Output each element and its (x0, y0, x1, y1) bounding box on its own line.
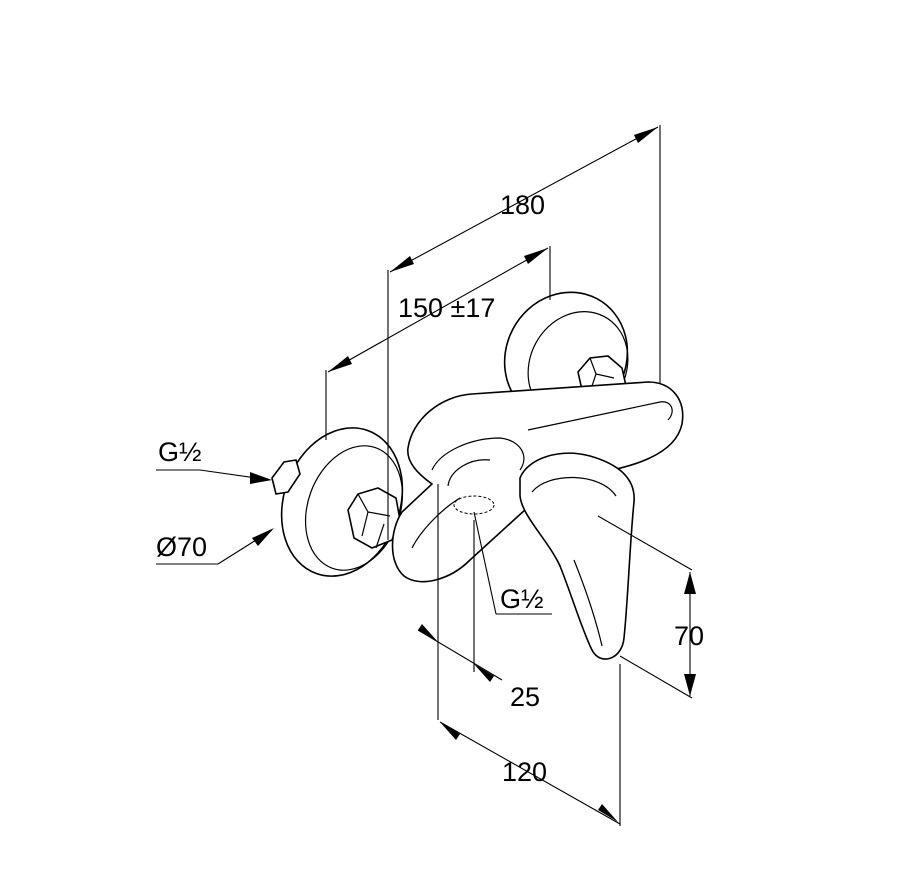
outlet-thread-leader (473, 511, 552, 615)
rosette-diameter-leader (156, 528, 274, 565)
dim-70-label: 70 (674, 621, 704, 651)
dim-120 (439, 664, 621, 826)
inlet-thread-label: G½ (158, 437, 202, 467)
dim-120-label: 120 (502, 757, 547, 787)
dim-180-label: 180 (500, 190, 545, 220)
dim-25-label: 25 (510, 682, 540, 712)
dim-150 (325, 246, 551, 440)
lever-handle (519, 452, 635, 660)
outlet-thread-label: G½ (500, 584, 544, 614)
mixer-body (271, 291, 684, 660)
dim-25 (417, 484, 503, 720)
dim-180 (387, 125, 661, 540)
rosette-diameter-label: Ø70 (156, 532, 207, 562)
inlet-thread-leader (156, 469, 272, 484)
dim-70 (597, 515, 696, 699)
outlet-thread-marker (453, 495, 495, 515)
dim-150-label: 150 ±17 (398, 293, 495, 323)
